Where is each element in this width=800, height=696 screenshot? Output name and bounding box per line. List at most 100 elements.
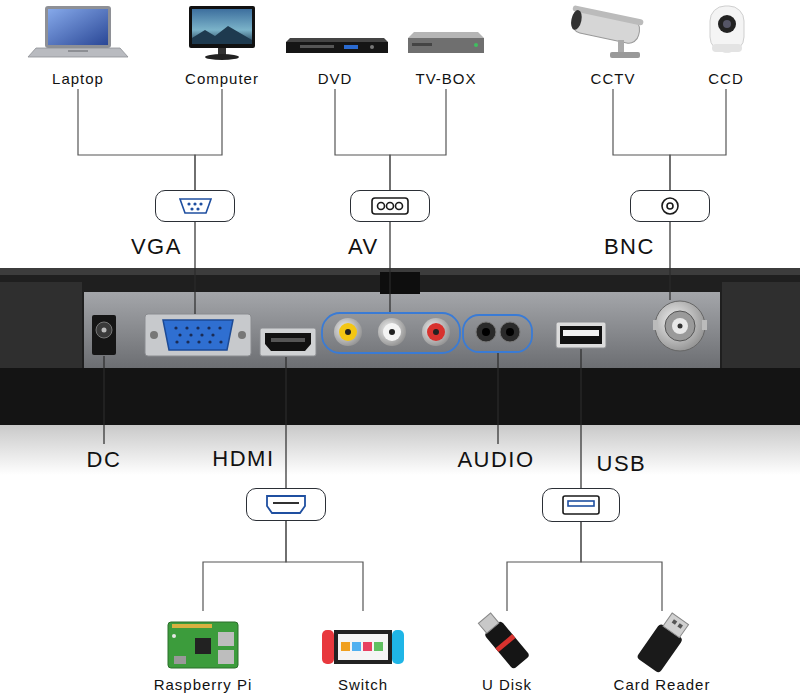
audio-port-group — [500, 322, 520, 342]
av-port-group — [322, 313, 460, 353]
bnc-icon — [667, 203, 673, 209]
bracket-connector — [507, 522, 581, 611]
connector-type-box: AV — [350, 190, 430, 222]
bracket-connector — [286, 521, 363, 611]
computer-picture — [192, 26, 252, 44]
av-port-group — [378, 318, 406, 346]
ccd-picture — [718, 15, 736, 33]
av-icon — [387, 203, 394, 210]
switch-picture — [374, 642, 383, 651]
device-label: Laptop — [52, 70, 104, 88]
raspberry-pi-picture — [172, 634, 176, 638]
card-reader-picture — [663, 613, 689, 638]
bnc-port — [653, 320, 658, 330]
connector-label: HDMI — [212, 446, 274, 472]
device-item: Card Reader — [609, 612, 716, 694]
bracket-connector — [581, 522, 662, 611]
port-label: DC — [87, 447, 122, 473]
dc-port — [102, 328, 107, 333]
bnc-icon — [662, 198, 678, 214]
vga-icon — [194, 203, 196, 205]
vga-port — [163, 320, 233, 350]
vga-icon — [200, 203, 202, 205]
hdmi-icon — [267, 496, 305, 513]
connector-label: VGA — [131, 234, 182, 260]
audio-port-group — [482, 328, 490, 336]
raspberry-pi-picture — [174, 656, 186, 664]
switch-picture — [322, 630, 404, 664]
dvd-picture — [370, 45, 374, 49]
device-label: TV-BOX — [415, 70, 476, 88]
vga-port — [208, 340, 211, 343]
av-port-group — [334, 318, 362, 346]
av-port-group — [339, 323, 357, 341]
switch-picture — [352, 642, 361, 651]
raspberry-pi-picture — [195, 638, 211, 654]
connector-type-box: HDMI — [246, 488, 326, 521]
av-port-group — [433, 329, 439, 335]
ccd-picture — [710, 6, 744, 52]
raspberry-pi-picture — [168, 622, 238, 668]
port-label: AUDIO — [457, 447, 534, 473]
audio-port-group — [506, 328, 514, 336]
usb-port — [560, 326, 602, 344]
raspberry-pi-picture — [168, 622, 238, 668]
switch-picture — [322, 630, 334, 664]
bracket-connector — [78, 89, 195, 190]
hdmi-port — [260, 328, 316, 356]
laptop-picture — [28, 48, 128, 57]
leader-line — [103, 356, 104, 444]
usb-port — [556, 322, 606, 348]
dc-port — [92, 315, 116, 355]
vga-port — [211, 333, 214, 336]
hdmi-port — [271, 338, 305, 342]
av-icon — [372, 198, 408, 214]
vga-port — [178, 333, 181, 336]
laptop-picture — [28, 6, 128, 57]
tv-box-picture — [474, 43, 478, 47]
connector-label: USB — [597, 451, 647, 477]
switch-picture — [392, 630, 404, 664]
cctv-picture — [568, 5, 644, 45]
device-item: Switch — [318, 612, 408, 694]
computer-picture — [205, 54, 239, 60]
laptop-picture — [68, 50, 88, 52]
device-item: Laptop — [33, 3, 123, 88]
leader-line — [580, 349, 581, 488]
audio-port-group — [476, 322, 496, 342]
raspberry-pi-picture — [218, 650, 234, 664]
card-reader-picture — [677, 623, 683, 629]
usb-port — [556, 322, 606, 348]
leader-line — [497, 353, 498, 444]
ccd-picture — [712, 44, 742, 52]
device-label: CCD — [708, 70, 744, 88]
device-item: Computer — [177, 3, 267, 88]
vga-port — [200, 333, 203, 336]
usb-icon — [563, 496, 599, 514]
laptop-picture — [48, 9, 108, 45]
vga-port — [150, 331, 158, 339]
av-port-group — [322, 313, 460, 353]
computer-picture — [189, 6, 255, 60]
av-port-group — [383, 323, 401, 341]
tv-box-picture — [412, 43, 432, 46]
av-icon — [396, 203, 403, 210]
laptop-picture — [45, 6, 111, 48]
device-label: DVD — [318, 70, 353, 88]
device-item: CCD — [681, 3, 771, 88]
tv-box-picture — [408, 32, 484, 38]
bracket-connector — [335, 89, 390, 190]
device-label: Computer — [185, 70, 259, 88]
monitor-body — [0, 282, 82, 377]
bracket-connector — [613, 89, 670, 190]
usb-icon — [568, 501, 594, 506]
dvd-picture — [286, 38, 388, 42]
tv-box-picture — [408, 38, 484, 53]
connector-type-box: USB — [542, 488, 620, 522]
av-icon — [378, 203, 385, 210]
vga-port — [175, 340, 178, 343]
connector-label: BNC — [604, 234, 655, 260]
device-label: Card Reader — [614, 676, 711, 694]
bnc-port — [655, 301, 705, 351]
